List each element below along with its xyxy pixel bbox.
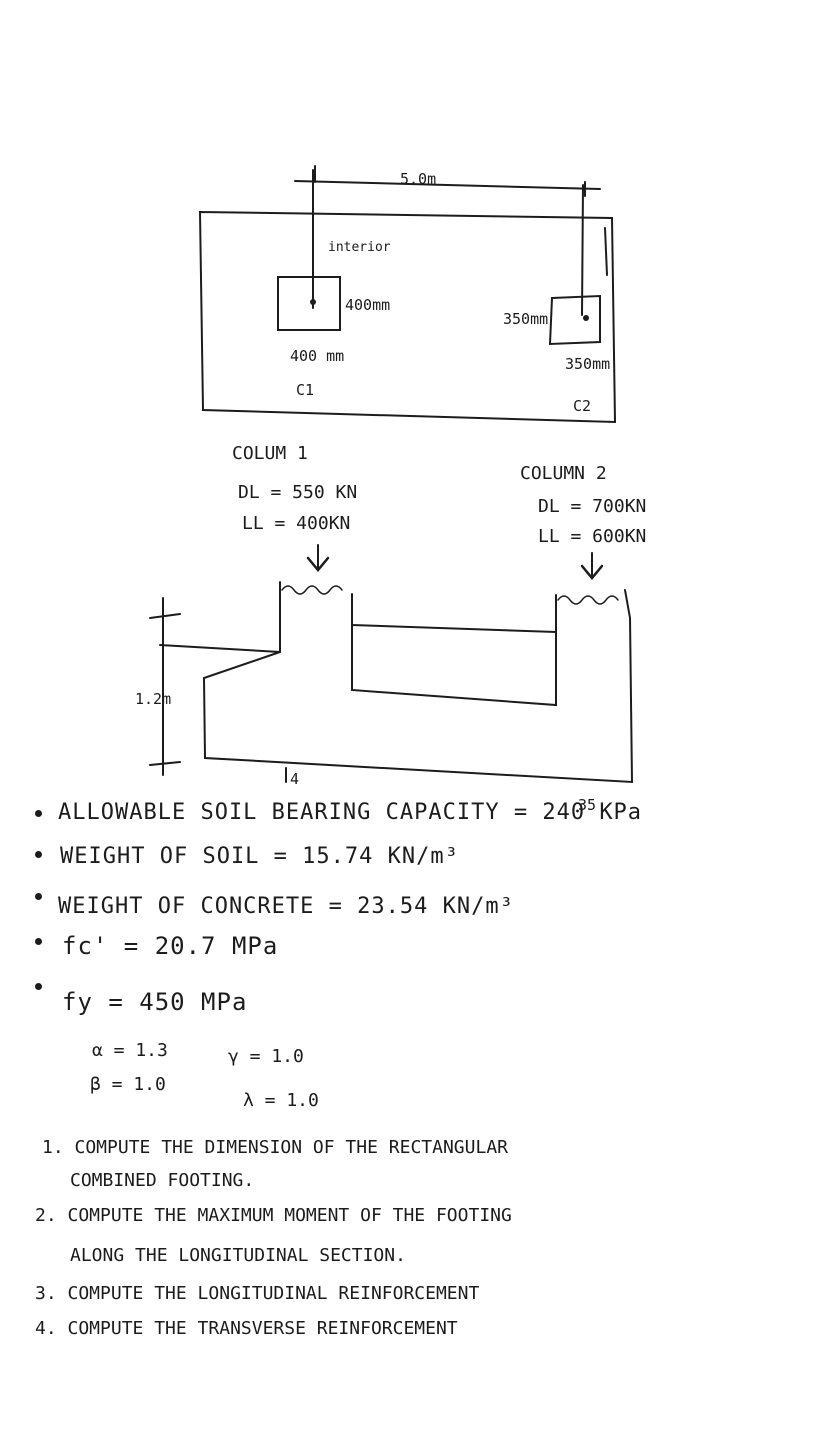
question-1-line-1: 1. COMPUTE THE DIMENSION OF THE RECTANGU… bbox=[42, 1137, 508, 1158]
bullet-dot bbox=[35, 851, 42, 858]
bullet-dot bbox=[35, 893, 42, 900]
column-1-dl: DL = 550 KN bbox=[238, 482, 358, 503]
bullet-dot bbox=[35, 938, 42, 945]
column-2-plan bbox=[548, 294, 601, 346]
question-4: 4. COMPUTE THE TRANSVERSE REINFORCEMENT bbox=[35, 1318, 458, 1339]
c2-centerline bbox=[581, 184, 584, 316]
c2-side-label: 350mm bbox=[503, 310, 549, 328]
c1-side-label: 400mm bbox=[345, 296, 391, 314]
dimension-line bbox=[294, 180, 601, 190]
factor-gamma: γ = 1.0 bbox=[228, 1046, 304, 1067]
left-mark: 4 bbox=[290, 770, 300, 788]
c1-bottom-label: 400 mm bbox=[290, 347, 345, 365]
plan-footing-outline bbox=[198, 210, 617, 424]
question-2-line-2: ALONG THE LONGITUDINAL SECTION. bbox=[70, 1245, 406, 1266]
c2-name: C2 bbox=[573, 397, 592, 415]
column-1-ll: LL = 400KN bbox=[242, 513, 351, 534]
column-1-plan bbox=[277, 276, 341, 331]
given-soil-weight: WEIGHT OF SOIL = 15.74 KN/m³ bbox=[60, 844, 459, 869]
interior-label: interior bbox=[328, 240, 391, 255]
given-concrete-weight: WEIGHT OF CONCRETE = 23.54 KN/m³ bbox=[58, 894, 514, 919]
column-2-title: COLUMN 2 bbox=[520, 463, 607, 484]
bullet-dot bbox=[35, 810, 42, 817]
factor-alpha: α = 1.3 bbox=[92, 1040, 168, 1061]
given-bearing-capacity: ALLOWABLE SOIL BEARING CAPACITY = 240 KP… bbox=[58, 800, 643, 825]
column-2-dl: DL = 700KN bbox=[538, 496, 647, 517]
question-3: 3. COMPUTE THE LONGITUDINAL REINFORCEMEN… bbox=[35, 1283, 480, 1304]
c1-name: C1 bbox=[296, 381, 315, 399]
column-2-ll: LL = 600KN bbox=[538, 526, 647, 547]
column-1-title: COLUM 1 bbox=[232, 443, 308, 464]
factor-beta: β = 1.0 bbox=[90, 1074, 166, 1095]
right-mark: 35 bbox=[578, 796, 597, 814]
c2-bottom-label: 350mm bbox=[565, 355, 611, 373]
bullet-dot bbox=[35, 983, 42, 990]
spacing-label: 5.0m bbox=[400, 170, 437, 188]
depth-label: 1.2m bbox=[135, 690, 172, 708]
question-2-line-1: 2. COMPUTE THE MAXIMUM MOMENT OF THE FOO… bbox=[35, 1205, 512, 1226]
given-fc: fc' = 20.7 MPa bbox=[62, 932, 279, 960]
question-1-line-2: COMBINED FOOTING. bbox=[70, 1170, 255, 1191]
factor-lambda: λ = 1.0 bbox=[243, 1090, 319, 1111]
given-fy: fy = 450 MPa bbox=[62, 988, 248, 1016]
footing-elevation-outline bbox=[159, 581, 634, 784]
